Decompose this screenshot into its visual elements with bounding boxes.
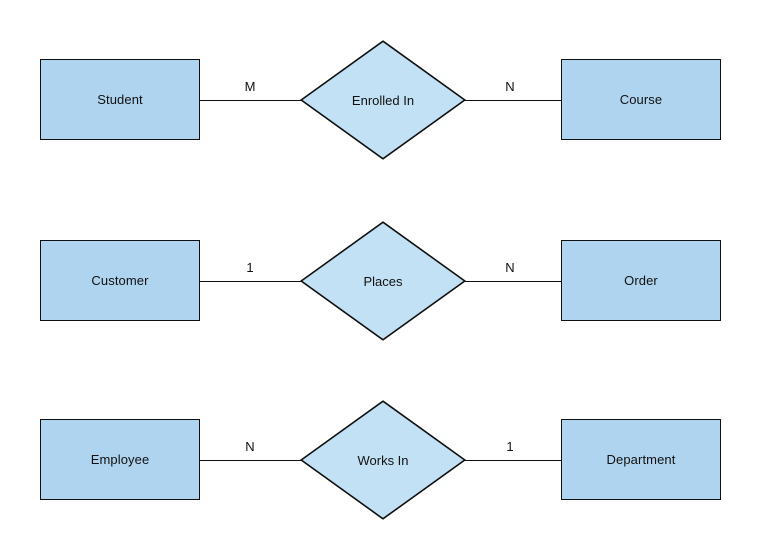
entity-box-customer[interactable]: Customer (40, 240, 200, 321)
er-relationship-row: Student M Enrolled In N Course (0, 20, 761, 180)
entity-box-order[interactable]: Order (561, 240, 721, 321)
connector-line-left (200, 100, 301, 101)
connector-line-left (200, 460, 301, 461)
cardinality-label-right: N (505, 79, 515, 94)
cardinality-label-right: N (505, 260, 515, 275)
entity-label: Customer (91, 273, 149, 288)
entity-box-student[interactable]: Student (40, 59, 200, 140)
connector-line-right (465, 100, 561, 101)
connector-line-left (200, 281, 301, 282)
relationship-diamond-works-in[interactable]: Works In (300, 400, 466, 520)
entity-box-department[interactable]: Department (561, 419, 721, 500)
entity-label: Department (606, 452, 676, 467)
cardinality-label-right: 1 (506, 439, 514, 454)
entity-label: Course (619, 92, 663, 107)
relationship-diamond-enrolled-in[interactable]: Enrolled In (300, 40, 466, 160)
er-relationship-row: Customer 1 Places N Order (0, 201, 761, 361)
cardinality-label-left: M (244, 79, 256, 94)
entity-label: Student (97, 92, 143, 107)
cardinality-label-left: 1 (246, 260, 254, 275)
relationship-diamond-places[interactable]: Places (300, 221, 466, 341)
entity-label: Employee (90, 452, 150, 467)
entity-box-course[interactable]: Course (561, 59, 721, 140)
diamond-shape (300, 400, 466, 520)
entity-box-employee[interactable]: Employee (40, 419, 200, 500)
diamond-shape (300, 221, 466, 341)
connector-line-right (465, 460, 561, 461)
diamond-shape (300, 40, 466, 160)
entity-label: Order (624, 273, 658, 288)
connector-line-right (465, 281, 561, 282)
er-relationship-row: Employee N Works In 1 Department (0, 380, 761, 540)
cardinality-label-left: N (245, 439, 255, 454)
